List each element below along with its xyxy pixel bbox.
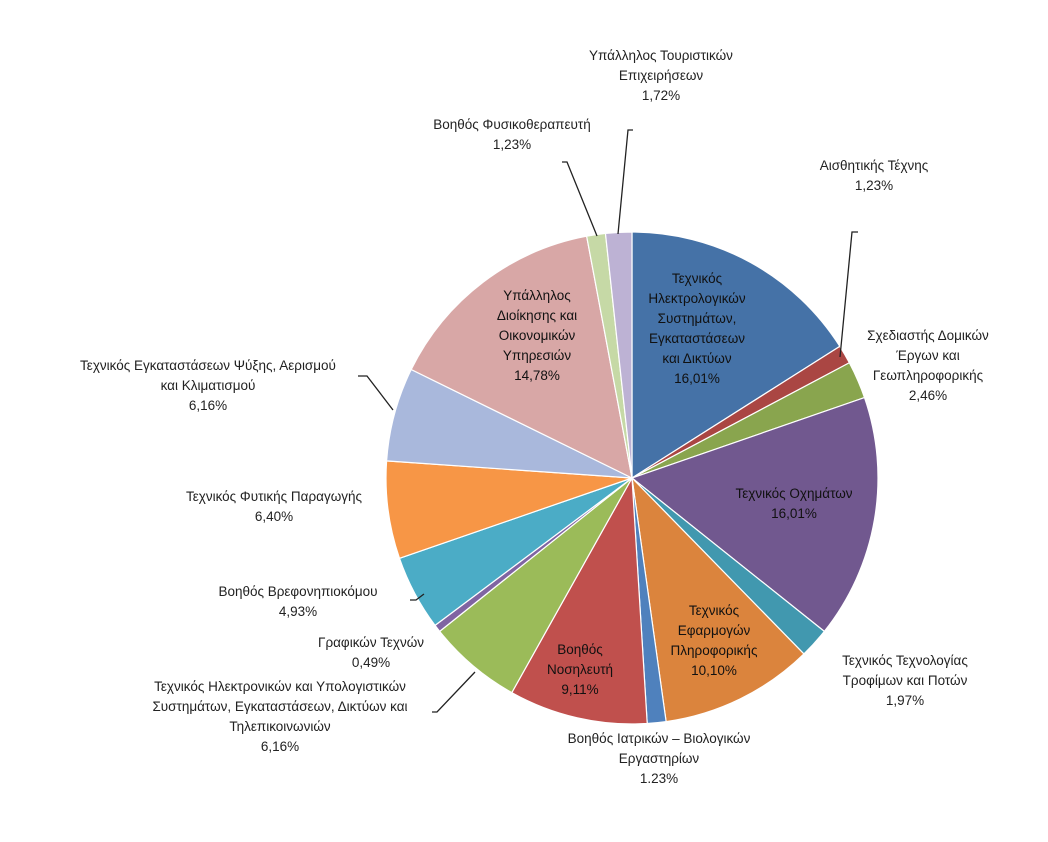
slice-percent-label: 0,49%	[352, 655, 390, 670]
leader-line-9	[432, 671, 476, 713]
slice-name-label: Ηλεκτρολογικών	[648, 291, 745, 306]
slice-percent-label: 14,78%	[514, 368, 560, 383]
slice-label-10: Γραφικών Τεχνών 0,49%	[318, 635, 424, 670]
slice-name-label: Έργων και	[895, 348, 959, 363]
slice-percent-label: 9,11%	[561, 682, 598, 697]
slice-percent-label: 1,23%	[855, 178, 893, 193]
slice-percent-label: 2,46%	[909, 388, 947, 403]
pie-slice-6	[631, 476, 805, 723]
slice-percent-label: 16,01%	[674, 371, 720, 386]
slice-name-label: Υπηρεσιών	[503, 348, 571, 363]
slice-name-label: Αισθητικής Τέχνης	[820, 158, 929, 173]
slice-name-label: Βοηθός Φυσικοθεραπευτή	[433, 117, 590, 132]
slice-percent-label: 6,16%	[261, 739, 299, 754]
slice-name-label: Σχεδιαστής Δομικών	[867, 328, 989, 343]
slice-percent-label: 6,40%	[255, 509, 293, 524]
leader-lines	[358, 129, 858, 713]
slice-percent-label: 1.23%	[640, 771, 678, 786]
slice-percent-label: 1,97%	[886, 693, 924, 708]
slice-name-label: Εγκαταστάσεων	[649, 331, 745, 346]
slice-percent-label: 1,72%	[642, 88, 680, 103]
slice-name-label: Βοηθός	[557, 642, 603, 657]
slice-name-label: Διοίκησης και	[497, 308, 577, 323]
slice-name-label: Τροφίμων και Ποτών	[843, 673, 968, 688]
pie-slice-4	[630, 396, 879, 633]
slice-name-label: Υπάλληλος Τουριστικών	[589, 48, 733, 63]
slice-name-label: Τηλεπικοινωνιών	[229, 719, 331, 734]
slice-percent-label: 1,23%	[493, 137, 531, 152]
slice-name-label: Εργαστηρίων	[619, 751, 700, 766]
slice-name-label: Τεχνικός Φυτικής Παραγωγής	[186, 489, 363, 504]
slice-name-label: και Δικτύων	[662, 351, 731, 366]
leader-line-16	[617, 129, 633, 235]
slice-name-label: Πληροφορικής	[671, 643, 758, 658]
slice-label-4: Τεχνικός Οχημάτων 16,01%	[735, 486, 852, 521]
slice-percent-label: 16,01%	[771, 506, 817, 521]
pie-slice-1	[631, 231, 841, 480]
pie-slice-8	[510, 475, 648, 725]
leader-line-15	[562, 161, 598, 237]
slice-label-12: Τεχνικός Φυτικής Παραγωγής 6,40%	[186, 489, 363, 524]
leader-line-2	[839, 231, 858, 358]
slice-percent-label: 10,10%	[691, 663, 737, 678]
slice-name-label: Τεχνικός	[672, 271, 723, 286]
slice-name-label: Νοσηλευτή	[547, 662, 613, 677]
leader-line-13	[358, 375, 394, 411]
slice-name-label: Εφαρμογών	[678, 623, 751, 638]
slice-name-label: Τεχνικός Οχημάτων	[735, 486, 852, 501]
slice-label-13: Τεχνικός Εγκαταστάσεων Ψύξης, Αερισμού κα…	[80, 358, 336, 413]
slice-name-label: Υπάλληλος	[503, 288, 571, 303]
slice-name-label: Γραφικών Τεχνών	[318, 635, 424, 650]
slice-name-label: Βοηθός Βρεφονηπιοκόμου	[218, 584, 377, 599]
slice-name-label: Τεχνικός Ηλεκτρονικών και Υπολογιστικών	[154, 679, 406, 694]
slice-name-label: Τεχνικός	[689, 603, 740, 618]
slice-name-label: Συστημάτων, Εγκαταστάσεων, Δικτύων και	[152, 699, 407, 714]
slice-label-15: Βοηθός Φυσικοθεραπευτή 1,23%	[433, 117, 590, 152]
leader-line-11	[410, 593, 425, 601]
slice-name-label: Οικονομικών	[499, 328, 576, 343]
slice-name-label: Βοηθός Ιατρικών – Βιολογικών	[568, 731, 751, 746]
slice-name-label: Τεχνικός Τεχνολογίας	[842, 653, 968, 668]
slice-percent-label: 6,16%	[189, 398, 227, 413]
slice-name-label: Επιχειρήσεων	[619, 68, 703, 83]
slice-name-label: Γεωπληροφορικής	[873, 368, 984, 383]
slice-percent-label: 4,93%	[279, 604, 317, 619]
slice-name-label: Τεχνικός Εγκαταστάσεων Ψύξης, Αερισμού	[80, 358, 336, 373]
slice-name-label: Συστημάτων,	[658, 311, 737, 326]
pie-slices	[385, 231, 879, 725]
slice-label-11: Βοηθός Βρεφονηπιοκόμου 4,93%	[218, 584, 377, 619]
pie-slice-14	[410, 235, 633, 480]
slice-name-label: και Κλιματισμού	[161, 378, 256, 393]
slice-label-2: Αισθητικής Τέχνης 1,23%	[820, 158, 929, 193]
